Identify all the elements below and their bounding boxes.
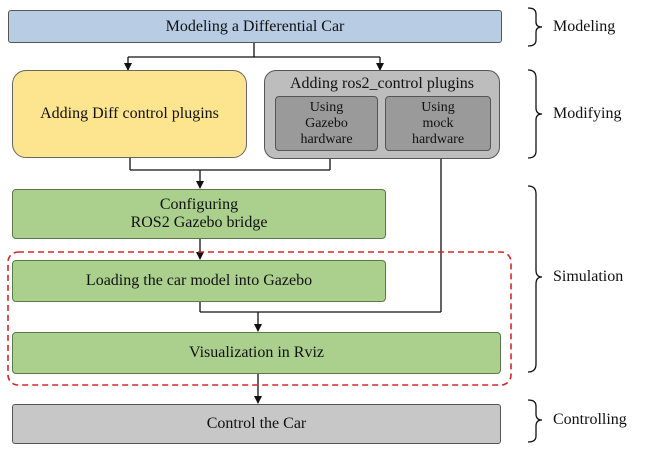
mock-hardware-box: Using mock hardware bbox=[385, 96, 491, 151]
phase-label-simulation: Simulation bbox=[553, 268, 624, 285]
ros2-control-plugins-label: Adding ros2_control plugins bbox=[290, 75, 474, 92]
gazebo-bridge-box: Configuring ROS2 Gazebo bridge bbox=[12, 189, 386, 239]
dashed-region bbox=[7, 251, 512, 386]
control-car-box: Control the Car bbox=[12, 404, 501, 444]
mock-to-rviz-connector bbox=[199, 151, 442, 332]
loading-car-model-box: Loading the car model into Gazebo bbox=[12, 260, 386, 302]
braces bbox=[527, 7, 543, 443]
phase-label-controlling: Controlling bbox=[553, 411, 627, 428]
brace-simulation bbox=[527, 185, 543, 373]
modeling-box: Modeling a Differential Car bbox=[8, 10, 502, 43]
phase-label-modifying: Modifying bbox=[553, 105, 622, 122]
brace-controlling bbox=[527, 399, 543, 443]
gazebo-hardware-box: Using Gazebo hardware bbox=[275, 96, 378, 151]
brace-modeling bbox=[527, 7, 543, 47]
brace-modifying bbox=[527, 69, 543, 159]
rviz-visualization-box: Visualization in Rviz bbox=[12, 332, 501, 374]
phase-label-modeling: Modeling bbox=[553, 18, 616, 35]
merge-connector bbox=[129, 158, 331, 189]
split-connector bbox=[124, 43, 384, 71]
diff-control-plugins-box: Adding Diff control plugins bbox=[12, 70, 247, 158]
